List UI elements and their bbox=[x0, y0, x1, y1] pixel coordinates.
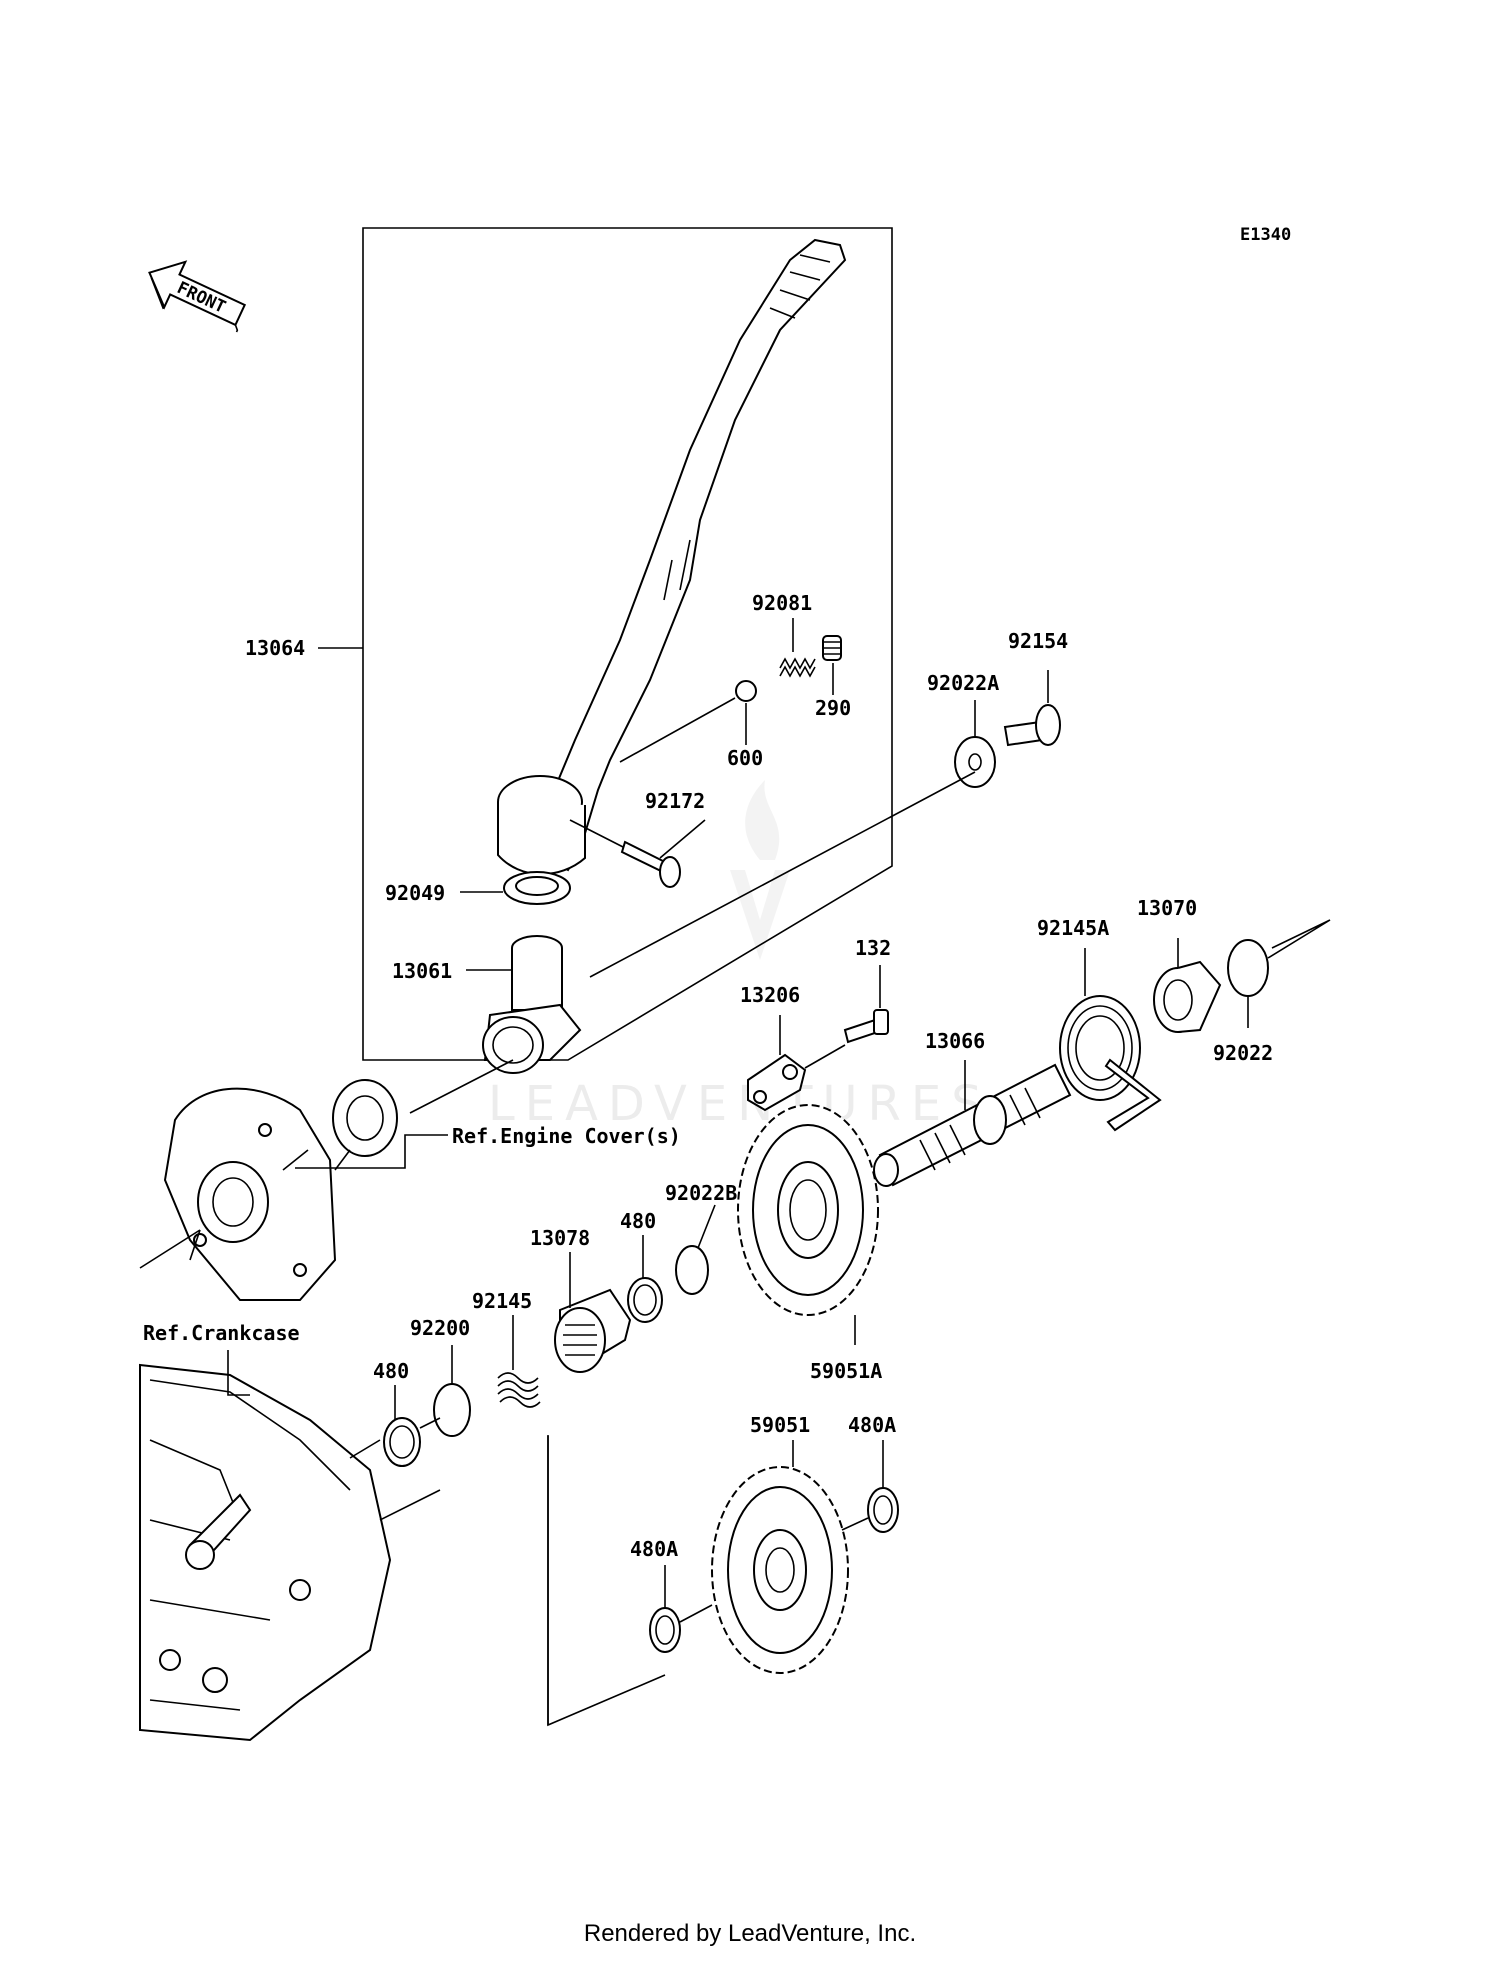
gear-axis-right bbox=[841, 1517, 869, 1531]
ratchet-13078 bbox=[554, 1288, 632, 1373]
label-59051: 59051 bbox=[750, 1413, 810, 1437]
label-480-lower: 480 bbox=[373, 1359, 409, 1383]
spring-92145 bbox=[497, 1372, 541, 1408]
crank-bracket bbox=[547, 1436, 666, 1727]
label-13070: 13070 bbox=[1137, 896, 1197, 920]
label-92145A: 92145A bbox=[1037, 916, 1109, 940]
washer-92022B bbox=[675, 1245, 709, 1295]
shaft-axis-upper bbox=[589, 771, 976, 978]
label-ref-crankcase: Ref.Crankcase bbox=[143, 1321, 300, 1345]
spring-92145A bbox=[1059, 995, 1162, 1132]
bolt-92172 bbox=[569, 819, 681, 888]
label-ref-engine-cover: Ref.Engine Cover(s) bbox=[452, 1124, 681, 1148]
circlip-480-upper bbox=[627, 1277, 663, 1323]
part-labels: 13064 92081 290 600 92172 92049 13061 92… bbox=[143, 591, 1273, 1561]
circlip-480-lower bbox=[383, 1417, 421, 1467]
axis-arrow-right bbox=[1267, 919, 1331, 959]
oil-seal-cover bbox=[332, 1079, 398, 1157]
diagram-code: E1340 bbox=[1240, 225, 1291, 245]
label-59051A: 59051A bbox=[810, 1359, 882, 1383]
label-13066: 13066 bbox=[925, 1029, 985, 1053]
spring-92081 bbox=[779, 657, 816, 678]
shaft-axis-lower bbox=[409, 1059, 514, 1114]
guide-13206 bbox=[747, 1044, 846, 1112]
bolt-132 bbox=[843, 1009, 889, 1044]
front-arrow-icon: FRONT bbox=[148, 260, 247, 333]
label-13206: 13206 bbox=[740, 983, 800, 1007]
label-92022A: 92022A bbox=[927, 671, 999, 695]
washer-92022 bbox=[1227, 939, 1269, 997]
label-480A-right: 480A bbox=[848, 1413, 896, 1437]
label-92022B: 92022B bbox=[665, 1181, 737, 1205]
footer-credit: Rendered by LeadVenture, Inc. bbox=[583, 1920, 917, 1947]
ball-600 bbox=[735, 680, 757, 702]
label-92154: 92154 bbox=[1008, 629, 1068, 653]
washer-92022A bbox=[954, 736, 996, 788]
label-leaders bbox=[227, 618, 1249, 1608]
label-480A-left: 480A bbox=[630, 1537, 678, 1561]
crank-axis-upper bbox=[349, 1417, 441, 1459]
label-13061: 13061 bbox=[392, 959, 452, 983]
watermark-text: LEADVENTURES bbox=[488, 1076, 992, 1132]
label-92145: 92145 bbox=[472, 1289, 532, 1313]
kick-boss-13061 bbox=[482, 935, 582, 1074]
gear-59051 bbox=[711, 1466, 849, 1674]
collar-13070 bbox=[1153, 960, 1222, 1033]
kick-pedal-arm bbox=[497, 238, 847, 876]
plug-290 bbox=[822, 635, 842, 661]
label-92022: 92022 bbox=[1213, 1041, 1273, 1065]
watermark: LEADVENTURES bbox=[488, 780, 992, 1132]
gear-59051A bbox=[737, 1104, 879, 1316]
label-290: 290 bbox=[815, 696, 851, 720]
label-480-upper: 480 bbox=[620, 1209, 656, 1233]
label-92049: 92049 bbox=[385, 881, 445, 905]
engine-cover-bracket bbox=[295, 1134, 448, 1169]
label-92172: 92172 bbox=[645, 789, 705, 813]
label-92200: 92200 bbox=[410, 1316, 470, 1340]
kick-shaft-13066 bbox=[873, 1063, 1072, 1187]
seal-guide-lines bbox=[282, 1149, 351, 1171]
gear-axis-left bbox=[679, 1604, 713, 1623]
washer-92200 bbox=[433, 1383, 471, 1437]
crankcase-ref bbox=[139, 1363, 441, 1742]
label-92081: 92081 bbox=[752, 591, 812, 615]
label-13078: 13078 bbox=[530, 1226, 590, 1250]
label-132: 132 bbox=[855, 936, 891, 960]
label-13064: 13064 bbox=[245, 636, 305, 660]
bolt-92154 bbox=[1003, 704, 1061, 747]
circlip-480A-right bbox=[867, 1487, 899, 1533]
label-600: 600 bbox=[727, 746, 763, 770]
ball-leader bbox=[619, 697, 736, 763]
assembly-bracket-13064 bbox=[362, 227, 893, 1061]
engine-cover-ref bbox=[139, 1087, 337, 1301]
circlip-480A-left bbox=[649, 1607, 681, 1653]
seal-92049 bbox=[503, 871, 571, 905]
